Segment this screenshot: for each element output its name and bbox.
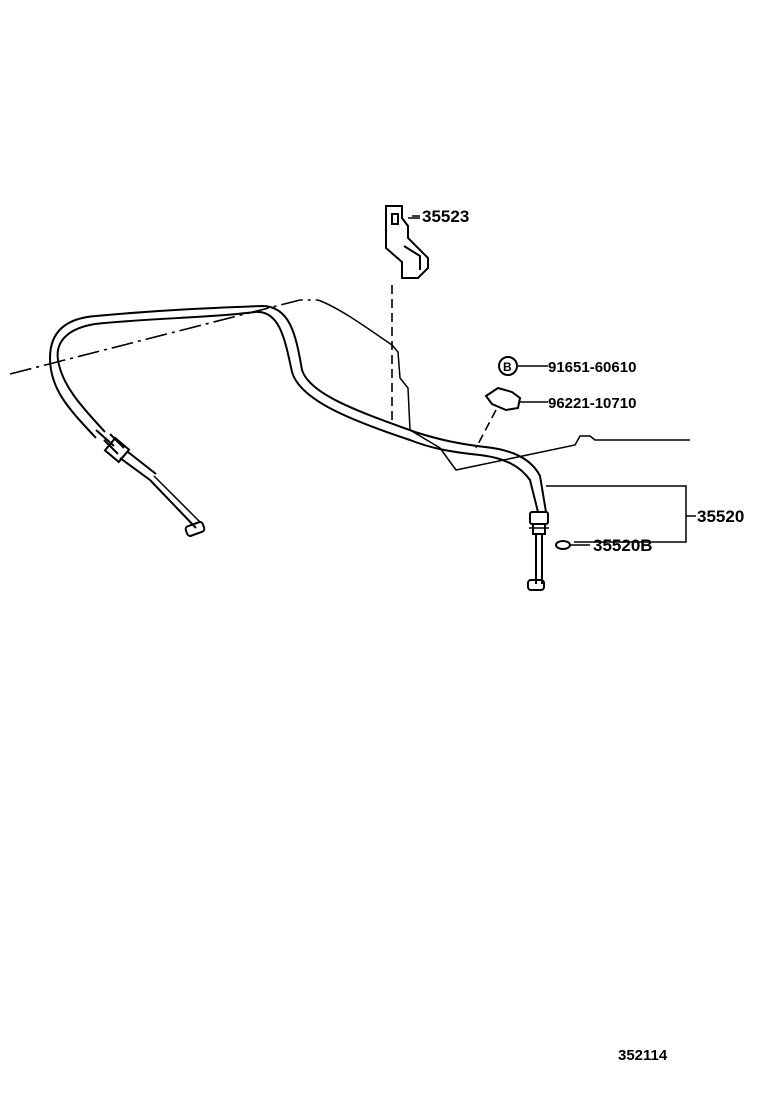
callout-35520 <box>412 215 696 550</box>
clip-and-clamp <box>475 356 548 449</box>
bracket-35523 <box>385 205 429 425</box>
label-35520: 35520 <box>697 507 744 526</box>
label-35520B: 35520B <box>593 536 653 555</box>
label-91651-60610: 91651-60610 <box>548 359 636 376</box>
clip-b-symbol: B <box>503 360 512 374</box>
label-35523: 35523 <box>422 207 469 226</box>
figure-number: 352114 <box>618 1047 668 1064</box>
label-96221-10710: 96221-10710 <box>548 395 636 412</box>
control-cable <box>48 304 549 591</box>
washer <box>555 540 571 550</box>
